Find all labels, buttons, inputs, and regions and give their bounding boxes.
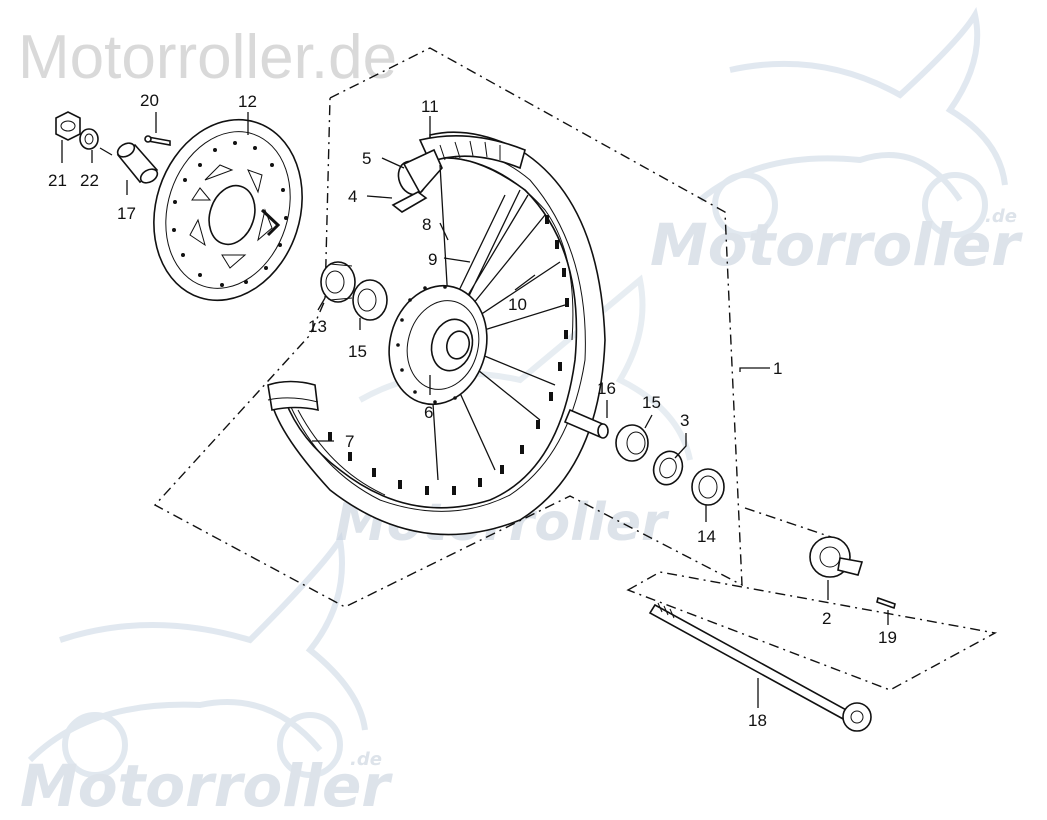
washer-22 <box>79 128 99 150</box>
callout-15-right: 15 <box>642 393 661 412</box>
valve-cap-4 <box>391 191 428 213</box>
wheel-rim-tire <box>267 131 606 536</box>
callout-7: 7 <box>345 432 354 451</box>
nut-21 <box>55 111 81 141</box>
callout-13: 13 <box>308 317 327 336</box>
callout-20: 20 <box>140 91 159 110</box>
wheel-hub-6 <box>388 284 488 406</box>
wheel-assembly-boundary <box>153 47 743 608</box>
callout-1: 1 <box>773 359 782 378</box>
callout-22: 22 <box>80 171 99 190</box>
callout-17: 17 <box>117 204 136 223</box>
callout-4: 4 <box>348 187 357 206</box>
watermark-suffix-bottom-left: .de <box>350 749 382 770</box>
callout-16: 16 <box>597 379 616 398</box>
callout-9: 9 <box>428 250 437 269</box>
watermark-scooter-top-right <box>698 7 1008 238</box>
callout-2: 2 <box>822 609 831 628</box>
dust-seal-14 <box>691 468 725 506</box>
axle-18 <box>648 602 872 732</box>
callout-21: 21 <box>48 171 67 190</box>
seal-3 <box>652 450 684 486</box>
tire-tread-11 <box>418 134 526 170</box>
axle-assembly-boundary <box>626 571 998 691</box>
callout-3: 3 <box>680 411 689 430</box>
spacer-17 <box>116 142 159 184</box>
spacer-tube-16 <box>563 408 609 439</box>
axle-guide-line <box>744 507 841 541</box>
callout-11: 11 <box>421 97 439 116</box>
leader-lines <box>61 112 889 708</box>
callout-5: 5 <box>362 149 371 168</box>
watermark-scooter-bottom-left <box>27 532 368 778</box>
bearing-15-right <box>615 424 649 462</box>
brake-disc <box>153 118 303 302</box>
callout-14: 14 <box>697 527 716 546</box>
watermark-suffix-right: .de <box>985 206 1017 227</box>
callout-12: 12 <box>238 92 257 111</box>
callout-19: 19 <box>878 628 897 647</box>
watermark-brand-bottom-left: Motorroller <box>20 752 393 820</box>
bolt-20 <box>144 135 171 146</box>
speedometer-drive-2 <box>809 536 864 578</box>
watermark-brand-right: Motorroller <box>650 211 1023 279</box>
bearing-15-left <box>352 279 388 321</box>
bearing-13 <box>320 261 356 303</box>
callout-6: 6 <box>424 403 433 422</box>
callout-8: 8 <box>422 215 431 234</box>
callout-10: 10 <box>508 295 527 314</box>
watermark-top-left: Motorroller.de <box>18 23 397 92</box>
screw-19 <box>876 596 896 610</box>
callout-15-left: 15 <box>348 342 367 361</box>
callout-18: 18 <box>748 711 767 730</box>
spokes <box>429 164 566 481</box>
